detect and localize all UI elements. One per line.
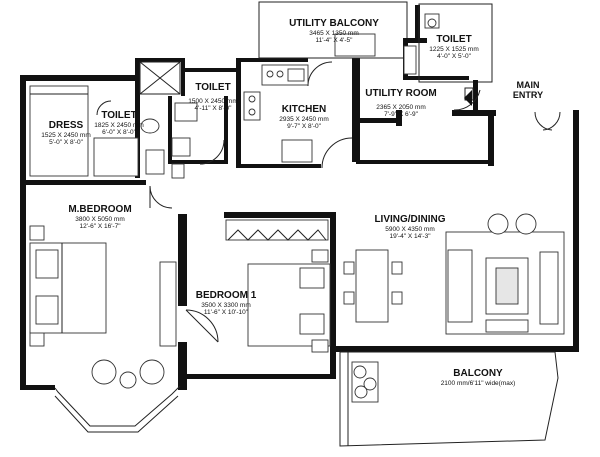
stove-icon [243, 64, 313, 163]
room-label-utility-room: UTILITY ROOM 2365 X 2050 mm 7'-9" X 6'-9… [362, 88, 440, 118]
room-name: BALCONY [453, 368, 503, 379]
room-dim-ft: 4'-0" X 5'-0" [437, 52, 471, 60]
room-name: TOILET [436, 34, 472, 45]
room-dim-ft: 19'-4" X 14'-3" [389, 232, 431, 240]
room-label-m-bedroom: M.BEDROOM 3800 X 5050 mm 12'-6" X 16'-7" [58, 204, 142, 230]
room-dim-mm: 1225 X 1525 mm [429, 45, 479, 53]
room-dim-mm: 2365 X 2050 mm [376, 103, 426, 111]
wardrobe [29, 85, 89, 177]
room-name: KITCHEN [281, 104, 327, 115]
room-name: UTILITY ROOM [365, 88, 437, 99]
room-dim-ft: 5'-0" X 8'-0" [49, 138, 83, 146]
room-label-dress: DRESS 1525 X 2450 mm 5'-0" X 8'-0" [36, 120, 96, 146]
sink-icon [145, 149, 165, 175]
room-label-bedroom-1: BEDROOM 1 3500 X 3300 mm 11'-6" X 10'-10… [188, 290, 264, 316]
room-dim-mm: 5900 X 4350 mm [385, 225, 435, 233]
utility-sink-counter [334, 33, 376, 57]
main-entry-label: MAIN ENTRY [506, 80, 550, 101]
room-dim-mm: 3465 X 1350 mm [309, 29, 359, 37]
room-name: UTILITY BALCONY [289, 18, 379, 29]
room-label-balcony: BALCONY 2100 mm/6'11" wide(max) [426, 368, 530, 387]
room-name: LIVING/DINING [374, 214, 446, 225]
bed-icon [29, 225, 177, 389]
room-label-kitchen: KITCHEN 2935 X 2450 mm 9'-7" X 8'-0" [268, 104, 340, 130]
room-dim-ft: 11'-6" X 10'-10" [203, 308, 249, 316]
room-label-utility-balcony: UTILITY BALCONY 3465 X 1350 mm 11'-4" X … [262, 18, 406, 44]
wc-icon [403, 13, 440, 75]
dining-table-icon [343, 249, 403, 323]
sink-icon [139, 61, 198, 179]
room-dim-mm: 1525 X 2450 mm [41, 131, 91, 139]
room-dim-ft: 12'-6" X 16'-7" [79, 222, 121, 230]
room-dim-mm: 1500 X 2450 mm [188, 97, 238, 105]
wc-icon [140, 118, 160, 134]
room-dim-ft: 4'-11" X 8'-0" [194, 104, 232, 112]
walls [20, 1, 579, 447]
room-label-toilet-left: TOILET 1825 X 2450 mm 6'-0" X 8'-0" [88, 110, 150, 136]
main-entry-line1: MAIN [516, 80, 540, 90]
room-name: TOILET [101, 110, 137, 121]
room-name: TOILET [195, 82, 231, 93]
room-dim-mm: 3800 X 5050 mm [75, 215, 125, 223]
room-name: DRESS [48, 120, 84, 131]
sofa-icon [445, 213, 565, 335]
room-name: BEDROOM 1 [195, 290, 257, 301]
entry-arrow-icon [464, 90, 472, 106]
room-dim-mm: 1825 X 2450 mm [94, 121, 144, 129]
room-label-toilet-top: TOILET 1225 X 1525 mm 4'-0" X 5'-0" [418, 34, 490, 60]
room-dim-ft: 11'-4" X 4'-5" [315, 36, 353, 44]
room-dim: 2100 mm/6'11" wide(max) [440, 379, 516, 387]
bed-icon [225, 219, 331, 353]
room-dim-ft: 6'-0" X 8'-0" [102, 128, 136, 136]
room-label-living-dining: LIVING/DINING 5900 X 4350 mm 19'-4" X 14… [364, 214, 456, 240]
main-entry-line2: ENTRY [512, 90, 544, 101]
room-label-toilet-mid: TOILET 1500 X 2450 mm 4'-11" X 8'-0" [182, 82, 244, 112]
room-name: M.BEDROOM [68, 204, 132, 215]
room-dim-mm: 3500 X 3300 mm [201, 301, 251, 309]
door-swing-icon [96, 61, 561, 343]
room-dim-ft: 9'-7" X 8'-0" [287, 122, 321, 130]
plant-icon [351, 361, 379, 403]
room-dim-ft: 7'-9" X 6'-9" [384, 110, 418, 118]
room-dim-mm: 2935 X 2450 mm [279, 115, 329, 123]
